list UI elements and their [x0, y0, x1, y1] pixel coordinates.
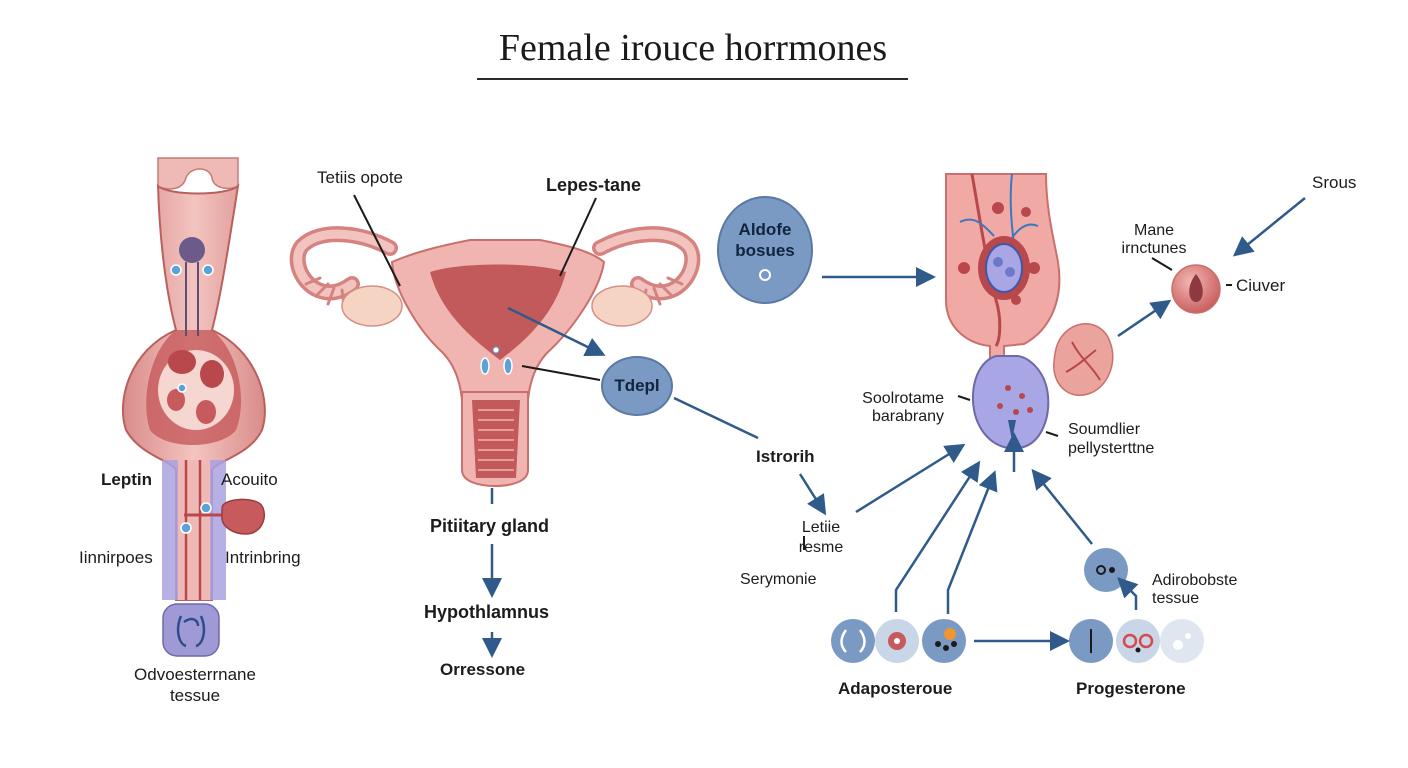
right-vascular-organ [945, 173, 1061, 450]
letiie-resme-label: Letiie resme [798, 519, 844, 556]
soumdlier-pellysterttne-label: Soumdlier pellysterttne [1068, 421, 1155, 457]
pink-blob [1053, 323, 1114, 396]
progesterone-label: Progesterone [1076, 679, 1186, 698]
aldofe-bosues-node: Aldofe bosues [717, 196, 813, 304]
node-dot-icon [759, 269, 771, 281]
mane-irnctunes-label: Mane irnctunes [1121, 222, 1187, 257]
tdepl-node: Tdepl [601, 356, 673, 416]
acouito-label: Acouito [221, 470, 278, 489]
progesterone-discs [1069, 619, 1204, 663]
diagram-title: Female irouce horrmones [498, 27, 888, 69]
adirobobste-tessue-label: Adirobobste tessue [1152, 572, 1238, 607]
lepes-tane-label: Lepes-tane [546, 175, 642, 195]
hypothalamus-label: Hypothlamnus [424, 602, 550, 622]
pituitary-gland-label: Pitiitary gland [430, 516, 550, 536]
intrinbring-label: Intrinbring [225, 548, 301, 567]
orressone-label: Orressone [440, 660, 526, 679]
soolrotame-barabrany-label: Soolrotame barabrany [862, 390, 944, 425]
srous-label: Srous [1312, 173, 1357, 192]
ciuver-organ [1171, 264, 1221, 314]
title-underline [477, 78, 908, 80]
left-tract-organ [122, 157, 266, 657]
leptin-label: Leptin [101, 470, 152, 489]
leader-lines [353, 194, 1232, 550]
tetiis-opote-label: Tetiis opote [317, 168, 403, 187]
istrorih-label: Istrorih [756, 447, 815, 466]
linnirpoes-label: Iinnirpoes [79, 548, 153, 567]
odvoesterrnane-tessue-label: Odvoesterrnane tessue [134, 665, 256, 705]
flow-arrows [482, 197, 1306, 658]
ciuver-label: Ciuver [1236, 276, 1286, 295]
serymonie-label: Serymonie [740, 571, 817, 588]
small-blue-disc [1084, 548, 1128, 592]
adaposteroue-label: Adaposteroue [838, 679, 953, 698]
tdepl-label: Tdepl [614, 376, 660, 395]
uterus-organ [289, 226, 701, 488]
aldofe-bosues-label: Aldofe bosues [735, 220, 795, 260]
adaposteroue-discs [831, 619, 966, 663]
